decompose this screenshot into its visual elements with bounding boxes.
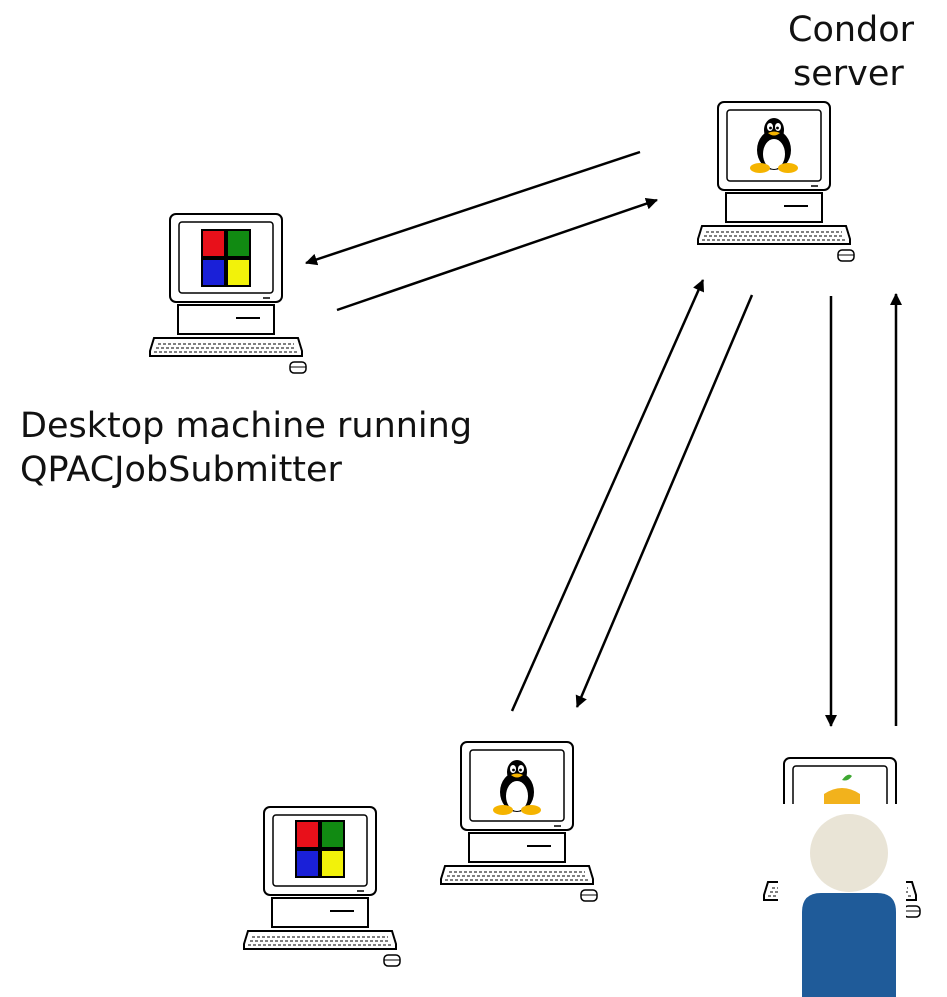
arrow-desktop-to-server (336, 197, 658, 312)
condor-server-computer (697, 101, 855, 262)
connection-arrows (305, 150, 902, 727)
user-body (802, 893, 896, 997)
desktop-machine-computer (149, 213, 307, 374)
desktop-machine-label-line2: QPACJobSubmitter (20, 450, 342, 490)
condor-server-label-line2: server (793, 54, 904, 94)
worker-linux-computer (440, 741, 598, 902)
condor-server-label: Condor server (788, 8, 914, 96)
arrow-server-to-desktop (305, 150, 641, 266)
desktop-machine-label-line1: Desktop machine running (20, 406, 473, 446)
windows-logo-icon (200, 228, 252, 288)
user-figure (778, 804, 906, 997)
user-head (810, 814, 888, 892)
condor-server-label-line1: Condor (788, 10, 915, 50)
windows-logo-icon (294, 819, 346, 879)
worker-windows-computer (243, 806, 401, 967)
arrow-linux-worker-to-server (510, 279, 705, 712)
desktop-machine-label: Desktop machine running QPACJobSubmitter (20, 404, 472, 492)
arrow-server-to-linux-worker (575, 294, 754, 708)
